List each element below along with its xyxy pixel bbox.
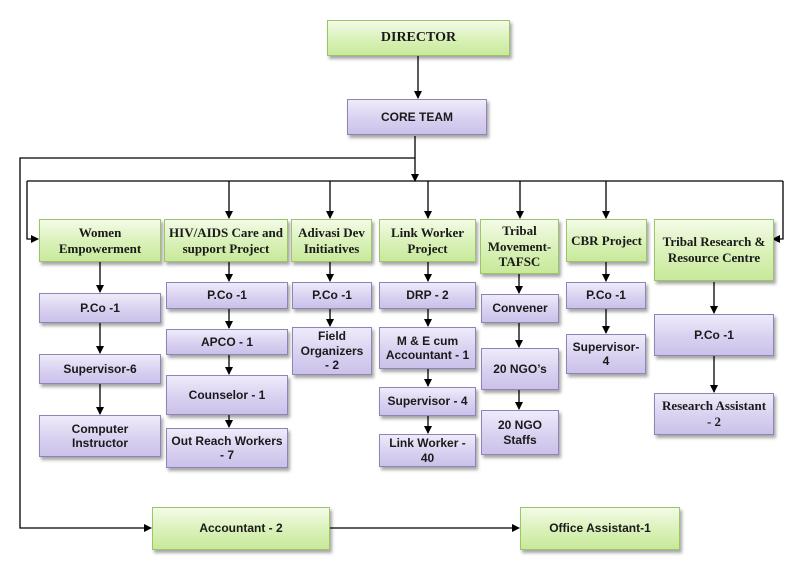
office-assistant-box: Office Assistant-1 bbox=[520, 507, 680, 550]
tribal-20-ngos-box: 20 NGO’s bbox=[481, 348, 559, 390]
link-me-accountant-box: M & E cum Accountant - 1 bbox=[379, 327, 476, 369]
project-hiv-aids: HIV/AIDS Care and support Project bbox=[164, 219, 288, 262]
hiv-pco-box: P.Co -1 bbox=[166, 282, 288, 309]
women-pco-box: P.Co -1 bbox=[39, 293, 161, 323]
research-assistant-box: Research Assistant - 2 bbox=[654, 393, 774, 435]
project-tribal-movement: Tribal Movement-TAFSC bbox=[480, 219, 559, 274]
project-adivasi-dev: Adivasi Dev Initiatives bbox=[291, 219, 372, 262]
link-drp-box: DRP - 2 bbox=[379, 282, 476, 309]
link-worker-box: Link Worker - 40 bbox=[379, 434, 476, 467]
link-supervisor-box: Supervisor - 4 bbox=[379, 387, 476, 416]
project-tribal-research: Tribal Research & Resource Centre bbox=[654, 219, 774, 281]
hiv-apco-box: APCO - 1 bbox=[166, 329, 288, 355]
hiv-outreach-box: Out Reach Workers - 7 bbox=[166, 428, 288, 468]
women-computer-instructor-box: Computer Instructor bbox=[39, 415, 161, 457]
director-box: DIRECTOR bbox=[327, 20, 510, 56]
cbr-supervisor-box: Supervisor-4 bbox=[566, 334, 646, 374]
hiv-counselor-box: Counselor - 1 bbox=[166, 375, 288, 415]
project-cbr: CBR Project bbox=[566, 219, 647, 262]
cbr-pco-box: P.Co -1 bbox=[566, 282, 646, 309]
research-pco-box: P.Co -1 bbox=[654, 314, 774, 356]
project-link-worker: Link Worker Project bbox=[379, 219, 476, 262]
adivasi-pco-box: P.Co -1 bbox=[292, 282, 372, 309]
core-team-box: CORE TEAM bbox=[347, 99, 487, 135]
accountant-box: Accountant - 2 bbox=[152, 507, 330, 550]
adivasi-field-organizers-box: Field Organizers - 2 bbox=[292, 327, 372, 375]
tribal-convener-box: Convener bbox=[481, 294, 559, 323]
project-women-empowerment: Women Empowerment bbox=[39, 219, 161, 262]
women-supervisor-box: Supervisor-6 bbox=[39, 354, 161, 384]
tribal-20-ngo-staffs-box: 20 NGO Staffs bbox=[481, 410, 559, 455]
